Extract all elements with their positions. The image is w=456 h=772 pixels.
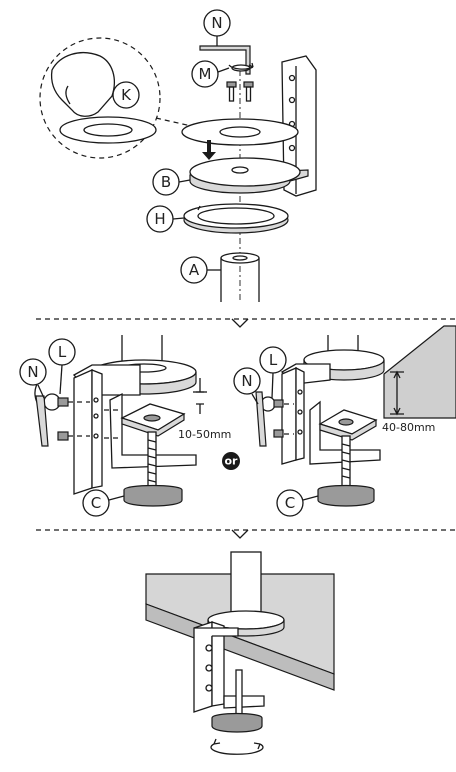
allen-key-tool xyxy=(199,45,251,75)
step-1-base-assembly xyxy=(39,37,317,302)
detail-zoom-circle xyxy=(39,37,161,159)
svg-text:A: A xyxy=(189,261,200,279)
bracket-plate xyxy=(281,55,317,197)
ring-h xyxy=(183,203,289,234)
label-m: M xyxy=(191,60,219,88)
label-b: B xyxy=(152,168,180,196)
dimension-small-range: 10-50mm xyxy=(178,428,231,441)
clamp-bracket-small xyxy=(73,368,93,495)
svg-text:or: or xyxy=(225,455,239,468)
or-badge: or xyxy=(222,452,240,470)
label-n-right: N xyxy=(233,367,261,395)
svg-text:N: N xyxy=(27,363,38,381)
label-l-right: L xyxy=(259,346,287,374)
svg-text:K: K xyxy=(121,86,132,104)
dimension-large-range: 40-80mm xyxy=(382,421,435,434)
label-l-left: L xyxy=(48,338,76,366)
label-a: A xyxy=(180,256,208,284)
label-n-left: N xyxy=(19,358,47,386)
screw-m xyxy=(228,62,254,72)
label-h: H xyxy=(146,205,174,233)
svg-text:L: L xyxy=(58,343,67,361)
rotation-arrow xyxy=(210,743,264,755)
step-2-clamp-large xyxy=(255,325,456,507)
desk-edge-right xyxy=(383,325,456,419)
bolts xyxy=(226,81,254,102)
pole-a xyxy=(220,252,260,302)
clamp-bracket-large xyxy=(281,367,297,465)
svg-text:L: L xyxy=(269,351,278,369)
label-n-top: N xyxy=(203,9,231,37)
step-3-mounted xyxy=(145,551,335,755)
label-c-left: C xyxy=(82,489,110,517)
pole-mounted xyxy=(230,551,262,621)
svg-text:B: B xyxy=(161,173,171,191)
clamp-knob-large xyxy=(317,484,375,507)
svg-text:M: M xyxy=(199,65,212,83)
hand-illustration xyxy=(50,52,115,117)
label-k: K xyxy=(112,81,140,109)
svg-text:C: C xyxy=(91,494,101,512)
clamp-knob-small xyxy=(123,484,183,507)
svg-text:N: N xyxy=(241,372,252,390)
washer-k xyxy=(181,118,299,146)
base-plate-b xyxy=(189,157,309,194)
svg-text:N: N xyxy=(211,14,222,32)
step-2-clamp-small xyxy=(34,335,207,507)
svg-text:C: C xyxy=(285,494,295,512)
down-arrow xyxy=(202,140,216,160)
svg-text:H: H xyxy=(154,210,165,228)
label-c-right: C xyxy=(276,489,304,517)
mounted-knob xyxy=(211,712,263,733)
